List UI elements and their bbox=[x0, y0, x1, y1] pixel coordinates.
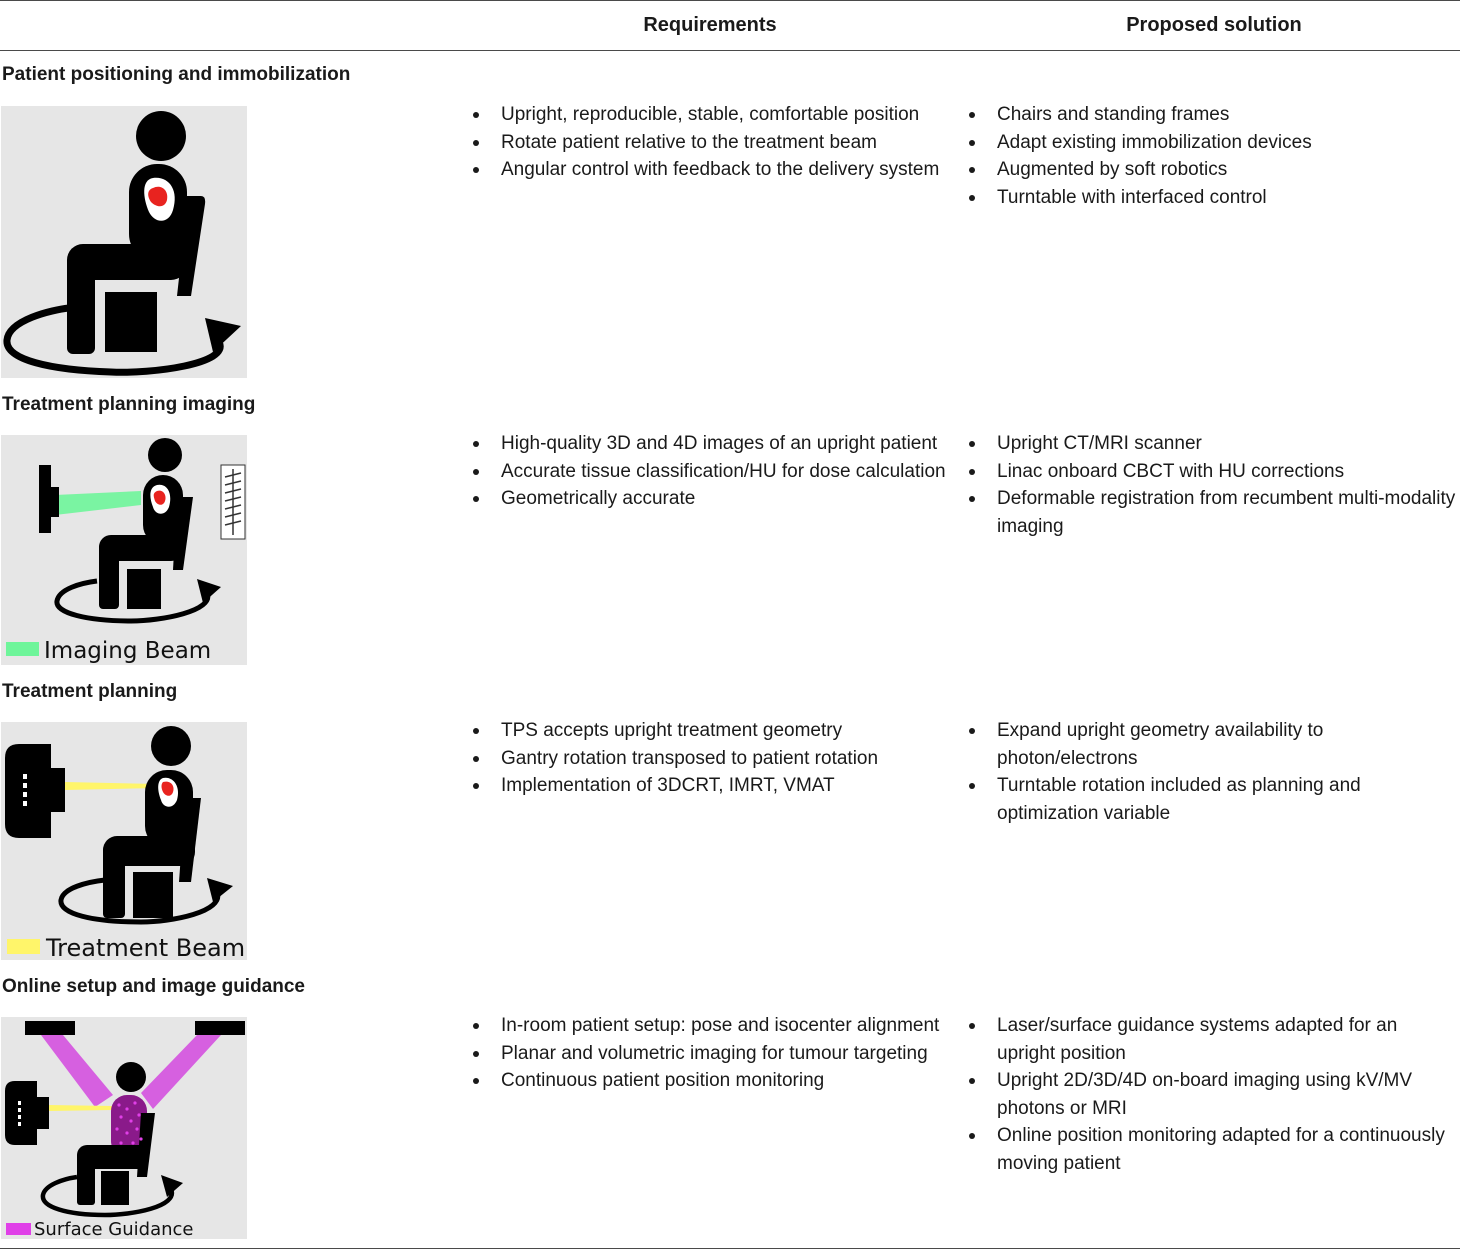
surface-camera-right bbox=[195, 1021, 245, 1035]
tumor-mark bbox=[153, 490, 166, 505]
surface-guidance-swatch bbox=[6, 1223, 31, 1235]
section-title-planning-imaging: Treatment planning imaging bbox=[2, 394, 256, 415]
list-item: Adapt existing immobilization devices bbox=[966, 129, 1460, 157]
section-title-online-setup: Online setup and image guidance bbox=[2, 976, 305, 997]
list-item: Angular control with feedback to the del… bbox=[470, 156, 950, 184]
linac-gantry-icon bbox=[5, 744, 65, 838]
list-item: Gantry rotation transposed to patient ro… bbox=[470, 745, 950, 773]
treatment-beam-swatch bbox=[7, 939, 40, 954]
linac-gantry-icon bbox=[5, 1081, 49, 1145]
rotation-arrow-icon bbox=[3, 304, 224, 376]
seated-patient-icon bbox=[103, 726, 201, 918]
treatment-planning-solutions: Expand upright geometry availability to … bbox=[966, 717, 1460, 827]
list-item: Linac onboard CBCT with HU corrections bbox=[966, 458, 1460, 486]
online-setup-illustration: Surface Guidance bbox=[1, 1017, 247, 1239]
imaging-beam-cone bbox=[55, 491, 141, 515]
section-title-treatment-planning: Treatment planning bbox=[2, 681, 178, 702]
imaging-detector bbox=[39, 465, 51, 533]
requirements-header: Requirements bbox=[643, 14, 777, 36]
list-item: Accurate tissue classification/HU for do… bbox=[470, 458, 950, 486]
rotation-arrow-icon bbox=[40, 1174, 175, 1218]
online-setup-solutions: Laser/surface guidance systems adapted f… bbox=[966, 1012, 1460, 1177]
surface-camera-left bbox=[25, 1021, 75, 1035]
surface-beam-left bbox=[41, 1035, 113, 1107]
list-item: Planar and volumetric imaging for tumour… bbox=[470, 1040, 950, 1068]
planning-imaging-illustration: Imaging Beam bbox=[1, 435, 247, 665]
planning-imaging-solutions: Upright CT/MRI scanner Linac onboard CBC… bbox=[966, 430, 1460, 540]
list-item: Geometrically accurate bbox=[470, 485, 950, 513]
header-rule bbox=[0, 50, 1460, 51]
treatment-planning-requirements: TPS accepts upright treatment geometry G… bbox=[470, 717, 950, 800]
list-item: In-room patient setup: pose and isocente… bbox=[470, 1012, 950, 1040]
seated-patient-icon bbox=[77, 1062, 155, 1205]
list-item: Implementation of 3DCRT, IMRT, VMAT bbox=[470, 772, 950, 800]
treatment-beam-ray bbox=[65, 782, 159, 790]
list-item: High-quality 3D and 4D images of an upri… bbox=[470, 430, 950, 458]
list-item: Augmented by soft robotics bbox=[966, 156, 1460, 184]
treatment-beam-ray bbox=[49, 1105, 113, 1111]
list-item: Rotate patient relative to the treatment… bbox=[470, 129, 950, 157]
list-item: Chairs and standing frames bbox=[966, 101, 1460, 129]
list-item: Laser/surface guidance systems adapted f… bbox=[966, 1012, 1460, 1067]
tumor-mark bbox=[148, 186, 168, 207]
solution-header: Proposed solution bbox=[1126, 14, 1302, 36]
list-item: TPS accepts upright treatment geometry bbox=[470, 717, 950, 745]
seated-patient-icon bbox=[99, 438, 193, 609]
treatment-beam-legend: Treatment Beam bbox=[45, 934, 245, 960]
rotation-arrow-icon bbox=[58, 877, 221, 925]
positioning-solutions: Chairs and standing frames Adapt existin… bbox=[966, 101, 1460, 211]
rotation-arrow-icon bbox=[54, 578, 211, 624]
treatment-planning-illustration: Treatment Beam bbox=[1, 722, 247, 960]
surface-dot-pattern bbox=[115, 1101, 143, 1145]
imaging-beam-swatch bbox=[6, 642, 39, 656]
top-rule bbox=[0, 0, 1460, 1]
surface-beam-right bbox=[141, 1035, 221, 1109]
list-item: Upright 2D/3D/4D on-board imaging using … bbox=[966, 1067, 1460, 1122]
planning-imaging-requirements: High-quality 3D and 4D images of an upri… bbox=[470, 430, 950, 513]
list-item: Expand upright geometry availability to … bbox=[966, 717, 1460, 772]
list-item: Online position monitoring adapted for a… bbox=[966, 1122, 1460, 1177]
surface-guidance-legend: Surface Guidance bbox=[34, 1219, 194, 1239]
imaging-beam-legend: Imaging Beam bbox=[44, 638, 211, 664]
seated-patient-icon bbox=[67, 111, 206, 354]
bottom-rule bbox=[0, 1248, 1460, 1249]
list-item: Upright CT/MRI scanner bbox=[966, 430, 1460, 458]
list-item: Continuous patient position monitoring bbox=[470, 1067, 950, 1095]
tumor-mark bbox=[161, 781, 174, 796]
online-setup-requirements: In-room patient setup: pose and isocente… bbox=[470, 1012, 950, 1095]
positioning-requirements: Upright, reproducible, stable, comfortab… bbox=[470, 101, 950, 184]
xray-film-icon bbox=[220, 464, 246, 540]
positioning-illustration bbox=[1, 106, 247, 378]
list-item: Turntable with interfaced control bbox=[966, 184, 1460, 212]
list-item: Deformable registration from recumbent m… bbox=[966, 485, 1460, 540]
list-item: Upright, reproducible, stable, comfortab… bbox=[470, 101, 950, 129]
list-item: Turntable rotation included as planning … bbox=[966, 772, 1460, 827]
section-title-positioning: Patient positioning and immobilization bbox=[2, 64, 351, 85]
